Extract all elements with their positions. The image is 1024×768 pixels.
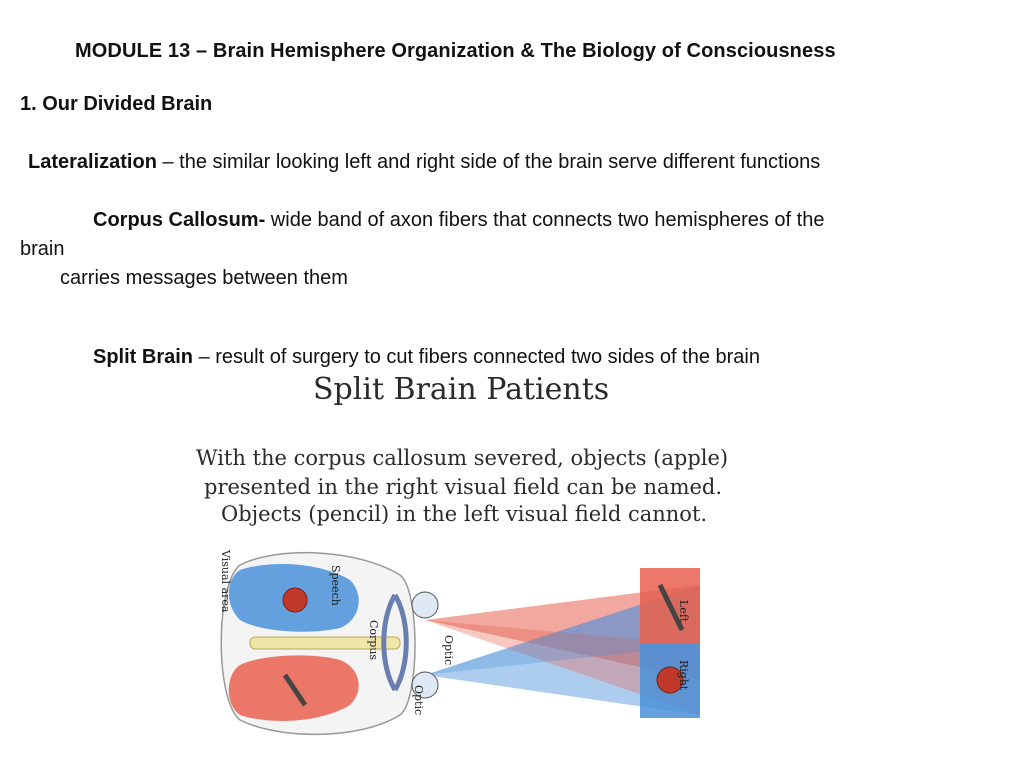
label-visual-area-left: Visual area	[219, 549, 232, 613]
label-left-visual-field: Left	[677, 600, 690, 623]
pencil-icon	[657, 583, 685, 632]
corpus-callosum-line2: carries messages between them	[60, 267, 348, 289]
lateralization-term: Lateralization	[28, 151, 157, 173]
lateralization-definition: Lateralization – the similar looking lef…	[28, 151, 820, 174]
split-brain-diagram: Visual area Speech Corpus Optic Optic Le…	[219, 549, 700, 736]
figure-caption-line2: presented in the right visual field can …	[204, 475, 723, 499]
figure-caption-line3: Objects (pencil) in the left visual fiel…	[221, 502, 708, 526]
left-field-projection	[425, 585, 700, 715]
label-right-visual-field: Right	[677, 660, 690, 691]
optic-chiasm	[381, 593, 409, 692]
figure-caption-line1: With the corpus callosum severed, object…	[196, 446, 729, 470]
upper-cross-projection	[425, 620, 700, 715]
split-brain-definition: Split Brain – result of surgery to cut f…	[93, 346, 760, 369]
right-field-projection	[425, 585, 700, 680]
right-hemisphere-pencil-icon	[282, 673, 308, 707]
apple-icon	[656, 666, 684, 694]
corpus-callosum-definition: Corpus Callosum- wide band of axon fiber…	[93, 209, 824, 232]
right-eye	[411, 671, 439, 699]
label-optic-nerves: Optic	[442, 635, 455, 665]
split-brain-term: Split Brain	[93, 346, 194, 368]
corpus-callosum-text: wide band of axon fibers that connects t…	[265, 209, 825, 231]
label-optic-chiasm: Optic	[412, 685, 425, 715]
lateralization-text: – the similar looking left and right sid…	[156, 151, 821, 173]
left-hemisphere-apple-icon	[282, 587, 308, 613]
corpus-callosum-band	[249, 636, 401, 650]
figure-title: Split Brain Patients	[313, 372, 610, 407]
corpus-callosum-wrap: brain	[20, 238, 65, 260]
label-corpus-callosum: Corpus	[367, 620, 380, 660]
page-title: MODULE 13 – Brain Hemisphere Organizatio…	[75, 40, 836, 62]
lower-cross-projection	[425, 585, 700, 675]
corpus-callosum-term: Corpus Callosum-	[93, 209, 266, 231]
left-eye	[411, 591, 439, 619]
section-heading: 1. Our Divided Brain	[20, 93, 213, 115]
label-speech: Speech	[329, 565, 342, 606]
split-brain-text: – result of surgery to cut fibers connec…	[193, 346, 760, 368]
